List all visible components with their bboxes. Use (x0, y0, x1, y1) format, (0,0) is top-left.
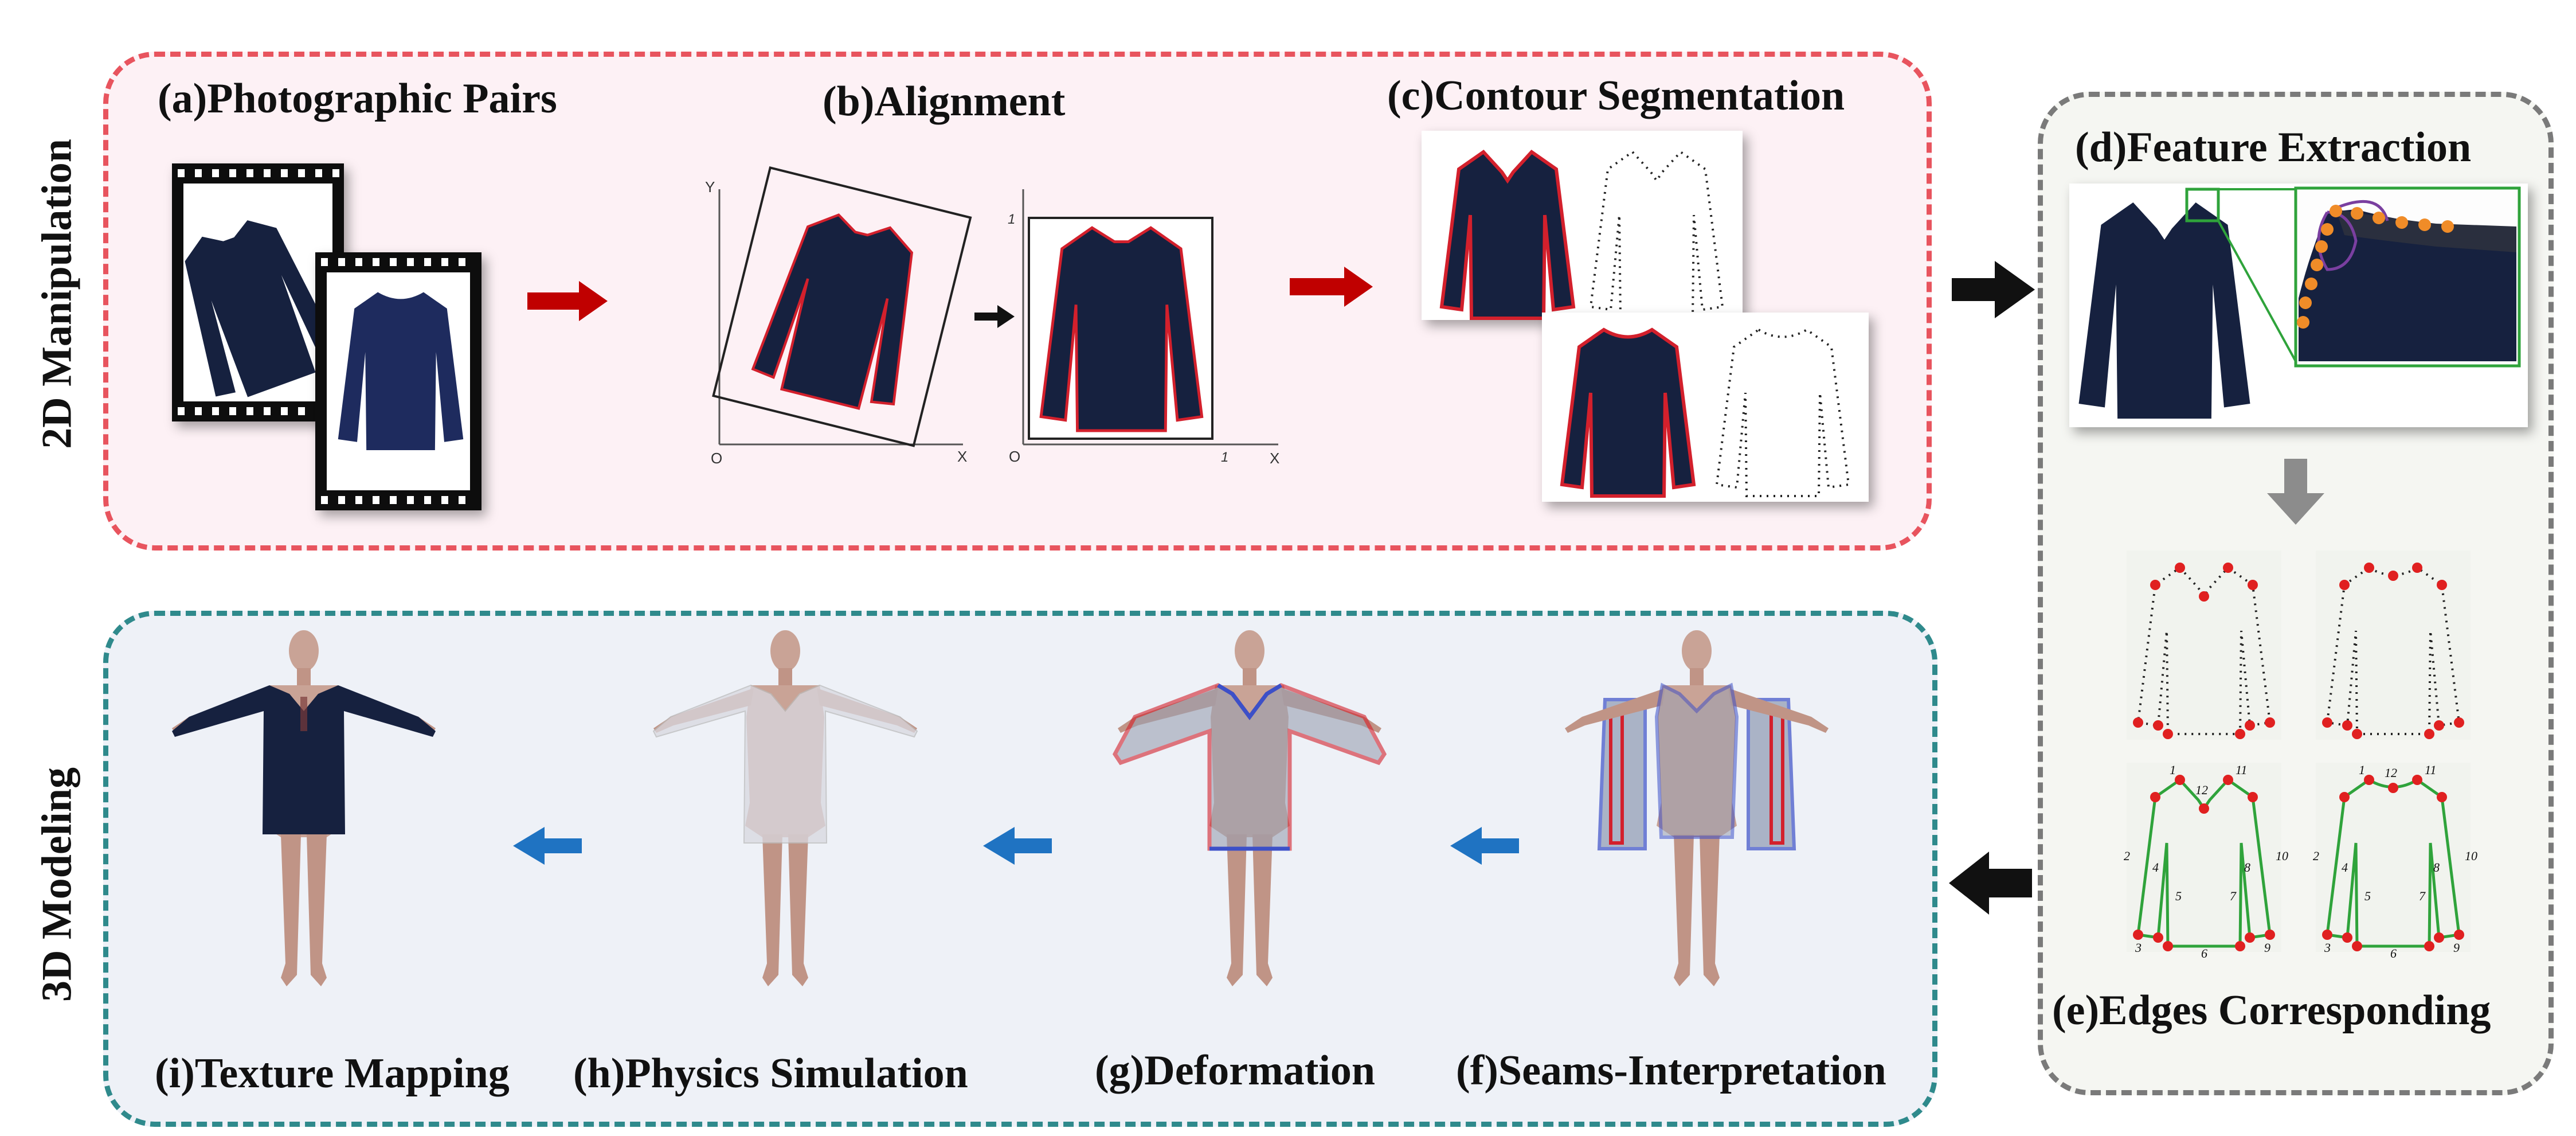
edge-num-8b: 8 (2433, 860, 2440, 875)
step-label-e: (e)Edges Corresponding (2052, 987, 2491, 1034)
step-label-f: (f)Seams-Interpretation (1456, 1047, 1886, 1094)
edge-num-4: 4 (2152, 860, 2159, 875)
arrow-d-to-e (2267, 459, 2324, 525)
arrow-h-to-i (513, 827, 582, 865)
edge-num-4b: 4 (2342, 860, 2348, 875)
step-label-c: (c)Contour Segmentation (1387, 72, 1845, 119)
step-label-i: (i)Texture Mapping (155, 1050, 510, 1097)
alignment-before: Y X O (705, 166, 972, 467)
edges-bottom-left: 1 2 3 4 5 6 7 8 9 10 11 12 (2124, 763, 2288, 961)
edge-num-9b: 9 (2453, 940, 2460, 955)
edge-num-2b: 2 (2313, 849, 2319, 863)
edge-num-8: 8 (2244, 860, 2250, 875)
edge-num-12: 12 (2195, 783, 2208, 797)
step-label-b: (b)Alignment (823, 78, 1066, 125)
figure-deformation (1112, 630, 1387, 986)
arrow-b-to-c (1290, 267, 1373, 307)
alignment-after: O X 1 1 (1008, 189, 1279, 467)
figure-texture (172, 630, 436, 986)
arrow-align (974, 305, 1015, 328)
axis-origin-2: O (1009, 448, 1020, 465)
step-label-d: (d)Feature Extraction (2075, 124, 2472, 171)
edge-num-11: 11 (2236, 763, 2247, 777)
step-label-g: (g)Deformation (1095, 1047, 1376, 1094)
axis-x-label-2: X (1270, 450, 1279, 467)
arrow-e-to-f (1949, 852, 2032, 915)
edge-num-12b: 12 (2385, 766, 2397, 780)
edge-num-7b: 7 (2419, 889, 2426, 903)
edge-num-5: 5 (2175, 889, 2182, 903)
edge-num-9: 9 (2264, 940, 2270, 955)
edge-num-2: 2 (2124, 849, 2130, 863)
axis-one-y: 1 (1008, 212, 1015, 227)
edges-top-left (2127, 551, 2281, 740)
feature-zoom-box (2185, 188, 2220, 222)
axis-one-x: 1 (1221, 450, 1228, 465)
step-label-h: (h)Physics Simulation (573, 1050, 968, 1097)
contour-back-shirt (1562, 330, 1694, 496)
edge-num-3: 3 (2135, 940, 2142, 955)
step-label-a: (a)Photographic Pairs (158, 75, 557, 122)
edges-bottom-right: 1 2 3 4 5 6 7 8 9 10 11 12 (2313, 763, 2477, 961)
axis-x-label-1: X (957, 448, 967, 465)
edges-top-right (2316, 551, 2471, 740)
edge-num-6: 6 (2201, 946, 2207, 961)
edge-num-10: 10 (2276, 849, 2288, 863)
axis-y-label-1: Y (705, 178, 715, 196)
figure-physics (652, 630, 918, 986)
edge-num-1: 1 (2170, 763, 2176, 777)
axis-origin-1: O (711, 450, 722, 467)
arrow-c-to-d (1952, 261, 2035, 318)
figure-seams (1565, 630, 1829, 986)
edge-num-1b: 1 (2359, 763, 2365, 777)
edge-num-7: 7 (2230, 889, 2237, 903)
edge-num-11b: 11 (2425, 763, 2436, 777)
arrow-f-to-g (1450, 827, 1519, 865)
edge-num-10b: 10 (2465, 849, 2477, 863)
arrow-g-to-h (983, 827, 1052, 865)
photo-pair-shirt-back (338, 292, 464, 450)
edge-num-3b: 3 (2324, 940, 2331, 955)
feature-zoom-inset (2294, 186, 2521, 368)
edge-num-6b: 6 (2390, 946, 2397, 961)
arrow-a-to-b (527, 281, 608, 321)
panel-3d-modeling (103, 611, 1937, 1127)
edge-num-5b: 5 (2364, 889, 2371, 903)
